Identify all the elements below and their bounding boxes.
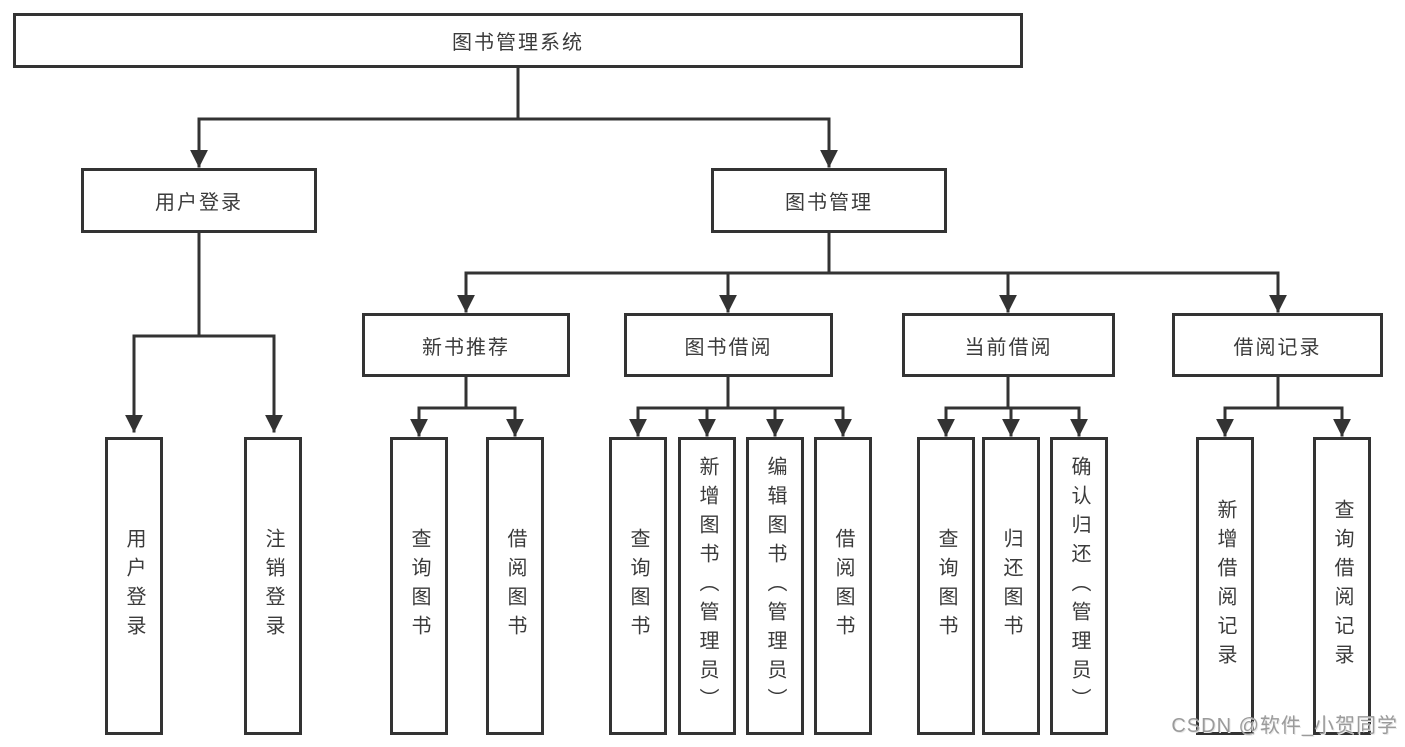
node-library-system: 图书管理系统 [13, 13, 1023, 68]
leaf-recommend-borrow-books: 借阅图书 [486, 437, 544, 735]
node-label: 查询图书 [935, 528, 957, 644]
leaf-records-query-record: 查询借阅记录 [1313, 437, 1371, 735]
connector-root-to-branches [190, 66, 838, 168]
node-label: 新增图书（管理员） [696, 455, 718, 717]
leaf-recommend-query-books: 查询图书 [390, 437, 448, 735]
node-label: 编辑图书（管理员） [764, 455, 786, 717]
node-label: 注销登录 [262, 528, 284, 644]
connector-current-group [937, 375, 1088, 437]
node-label: 借阅图书 [504, 528, 526, 644]
connector-recommend-group [410, 375, 524, 437]
node-label: 图书管理 [785, 192, 873, 214]
leaf-borrow-add-books-admin: 新增图书（管理员） [678, 437, 736, 735]
leaf-current-confirm-return-admin: 确认归还（管理员） [1050, 437, 1108, 735]
leaf-records-add-record: 新增借阅记录 [1196, 437, 1254, 735]
node-book-borrow: 图书借阅 [624, 313, 833, 377]
node-borrow-records: 借阅记录 [1172, 313, 1383, 377]
node-label: 确认归还（管理员） [1068, 455, 1090, 717]
node-label: 查询图书 [627, 528, 649, 644]
watermark-text: CSDN @软件_小贺同学 [1171, 715, 1398, 737]
leaf-borrow-query-books: 查询图书 [609, 437, 667, 735]
node-label: 新增借阅记录 [1214, 499, 1236, 673]
leaf-user-login: 用户登录 [105, 437, 163, 735]
node-label: 用户登录 [123, 528, 145, 644]
node-label: 归还图书 [1000, 528, 1022, 644]
node-label: 新书推荐 [422, 336, 510, 359]
leaf-borrow-edit-books-admin: 编辑图书（管理员） [746, 437, 804, 735]
connector-book-branch [457, 231, 1287, 313]
leaf-borrow-borrow-books: 借阅图书 [814, 437, 872, 735]
leaf-logout: 注销登录 [244, 437, 302, 735]
node-label: 借阅记录 [1233, 336, 1322, 359]
node-current-borrow: 当前借阅 [902, 313, 1115, 377]
connector-user-branch [125, 231, 283, 433]
node-label: 查询借阅记录 [1331, 499, 1353, 673]
node-label: 图书管理系统 [452, 32, 584, 54]
node-label: 图书借阅 [684, 336, 773, 359]
connector-borrow-group [629, 375, 852, 437]
node-label: 借阅图书 [832, 528, 854, 644]
connector-records-group [1216, 375, 1351, 437]
node-book-management: 图书管理 [711, 168, 947, 233]
leaf-current-return-books: 归还图书 [982, 437, 1040, 735]
node-label: 用户登录 [155, 192, 243, 214]
node-new-book-recommend: 新书推荐 [362, 313, 570, 377]
node-user-login-branch: 用户登录 [81, 168, 317, 233]
leaf-current-query-books: 查询图书 [917, 437, 975, 735]
node-label: 当前借阅 [964, 336, 1053, 359]
node-label: 查询图书 [408, 528, 430, 644]
